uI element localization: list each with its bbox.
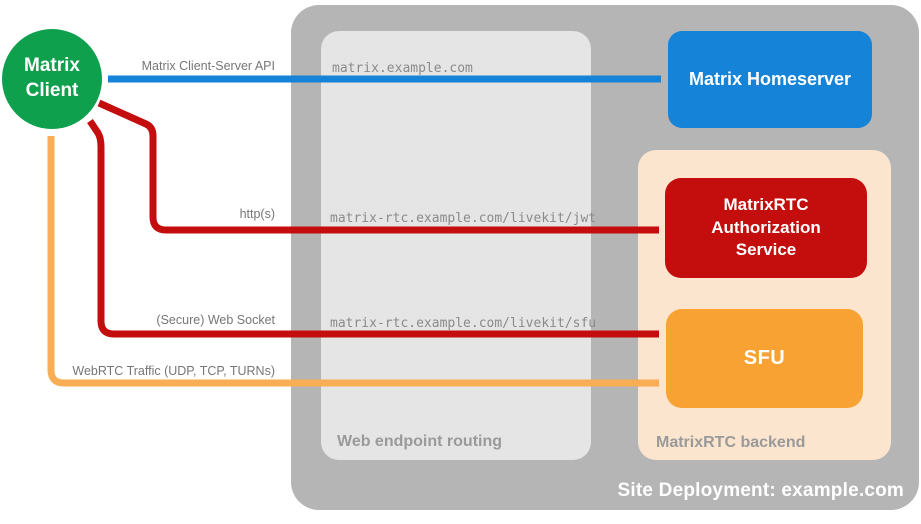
web-endpoint-routing-container: Web endpoint routing — [321, 31, 591, 460]
homeserver-endpoint-url: matrix.example.com — [332, 61, 473, 76]
client-server-api-label: Matrix Client-Server API — [141, 59, 275, 73]
matrix-homeserver-node: Matrix Homeserver — [668, 31, 872, 128]
sfu-node: SFU — [666, 309, 863, 408]
livekit-jwt-endpoint-url: matrix-rtc.example.com/livekit/jwt — [330, 211, 597, 226]
site-deployment-label: Site Deployment: example.com — [617, 480, 904, 501]
matrix-client-node: Matrix Client — [2, 29, 102, 129]
matrixrtc-backend-label: MatrixRTC backend — [656, 434, 806, 451]
https-label: http(s) — [239, 207, 275, 221]
livekit-sfu-endpoint-url: matrix-rtc.example.com/livekit/sfu — [330, 316, 597, 331]
web-endpoint-routing-label: Web endpoint routing — [337, 433, 503, 450]
matrixrtc-authorization-service-node: MatrixRTC Authorization Service — [665, 178, 867, 278]
webrtc-traffic-label: WebRTC Traffic (UDP, TCP, TURNs) — [72, 364, 275, 378]
web-socket-label: (Secure) Web Socket — [156, 313, 275, 327]
